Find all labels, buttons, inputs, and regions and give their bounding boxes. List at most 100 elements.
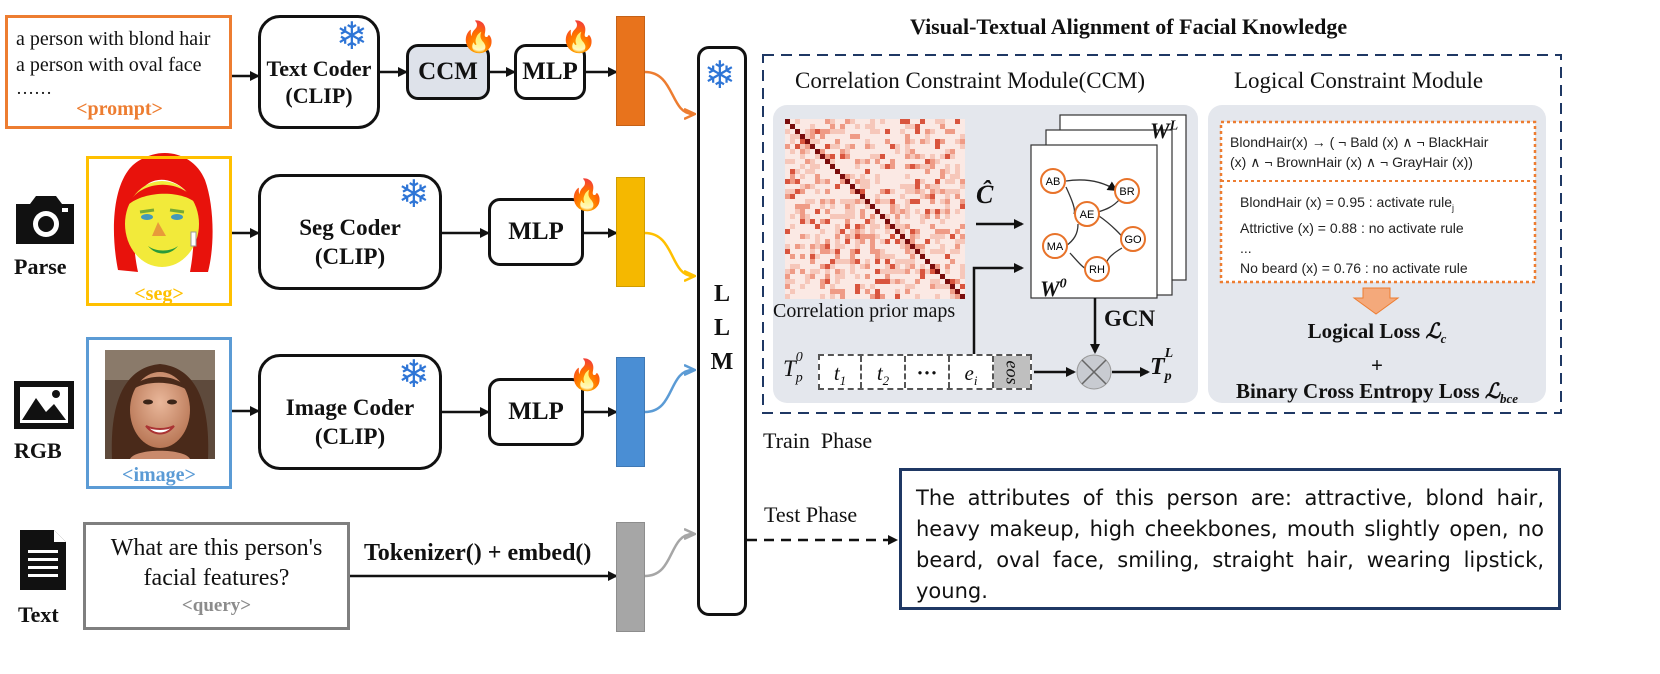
- alignment-title: Visual-Textual Alignment of Facial Knowl…: [910, 14, 1348, 39]
- query-line-2: facial features?: [143, 565, 290, 591]
- token-t1: t1: [820, 356, 862, 388]
- prompt-to-llm-arrow: [644, 70, 693, 114]
- snowflake-icon: ❄: [336, 14, 368, 58]
- picture-icon: [14, 381, 74, 429]
- seg-embedding-bar: [616, 177, 645, 287]
- train-phase-label: Train Phase: [763, 428, 873, 453]
- token-ei: ei: [950, 356, 994, 388]
- llm-letter-1: L: [713, 281, 730, 307]
- fire-icon: 🔥: [560, 20, 598, 55]
- image-embedding-bar: [616, 357, 645, 467]
- svg-text:BR: BR: [1119, 186, 1134, 198]
- svg-text:AB: AB: [1046, 176, 1061, 188]
- prior-maps-caption: Correlation prior maps: [773, 300, 956, 322]
- graph-nodes: AB BR AE GO MA RH: [1040, 168, 1146, 282]
- eval-line-2: Attrictive (x) = 0.88 : no activate rule: [1240, 219, 1464, 236]
- output-answer-box: The attributes of this person are: attra…: [899, 468, 1561, 610]
- rule-line-2: (x) ∧ ¬ BrownHair (x) ∧ ¬ GrayHair (x)): [1230, 154, 1473, 170]
- ccm-module-title: Correlation Constraint Module(CCM): [795, 68, 1146, 93]
- image-coder-sub: (CLIP): [314, 424, 386, 449]
- token-eos: eos: [994, 356, 1030, 388]
- llm-box: ❄ L L M: [697, 46, 747, 616]
- output-answer-text: The attributes of this person are: attra…: [916, 486, 1544, 603]
- w-bottom-base: W: [1040, 276, 1060, 301]
- row1-arrows: [232, 67, 618, 81]
- seg-coder-label: Seg Coder: [299, 215, 401, 241]
- logic-down-arrow: [1352, 287, 1400, 315]
- test-phase-label: Test Phase: [764, 502, 858, 527]
- mlp-box-image: MLP: [488, 378, 584, 446]
- llm-letter-2: L: [713, 315, 730, 341]
- eval-line-3: ...: [1240, 239, 1252, 256]
- query-embedding-bar: [616, 522, 645, 632]
- snowflake-icon: ❄: [704, 53, 736, 97]
- alignment-frame: [762, 54, 1562, 414]
- gcn-label: GCN: [1104, 306, 1156, 331]
- text-coder-label: Text Coder: [266, 55, 372, 81]
- mlp-label: MLP: [508, 218, 564, 245]
- svg-text:MA: MA: [1047, 241, 1064, 253]
- mlp-label: MLP: [508, 398, 564, 425]
- c-hat-label: Ĉ: [976, 180, 994, 209]
- llm-label: L L M: [700, 277, 744, 379]
- graph-node: GO: [1120, 226, 1146, 252]
- query-to-llm-arrow: [644, 534, 693, 578]
- rule-line-1: BlondHair(x) → ( ¬ Bald (x) ∧ ¬ BlackHai…: [1230, 134, 1489, 150]
- snowflake-icon: ❄: [398, 172, 430, 216]
- text-coder-box: Text Coder (CLIP): [258, 15, 380, 129]
- portrait-photo: [105, 350, 215, 459]
- document-icon: [20, 530, 66, 590]
- graph-node: RH: [1084, 256, 1110, 282]
- image-to-llm-arrow: [644, 370, 693, 414]
- mlp-box-prompt: MLP: [514, 44, 586, 100]
- prompt-ellipsis: ……: [16, 78, 52, 98]
- logic-module-title: Logical Constraint Module: [1234, 68, 1484, 93]
- query-input-box: What are this person's facial features? …: [83, 522, 350, 630]
- graph-node: AB: [1040, 168, 1066, 194]
- eval-line-4: No beard (x) = 0.76 : no activate rule: [1240, 259, 1468, 276]
- svg-text:GO: GO: [1124, 234, 1142, 246]
- loss-text: Logical Loss ℒc + Binary Cross Entropy L…: [1208, 318, 1546, 412]
- rule-text: BlondHair(x) → ( ¬ Bald (x) ∧ ¬ BlackHai…: [1230, 132, 1488, 172]
- tp0-base: T: [783, 356, 796, 381]
- w-top-base: W: [1150, 118, 1170, 143]
- token-dots: ···: [906, 356, 950, 388]
- image-coder-label: Image Coder: [285, 395, 415, 421]
- svg-text:AE: AE: [1080, 209, 1095, 221]
- tp0-sup: 0: [795, 350, 803, 365]
- svg-text:RH: RH: [1089, 264, 1105, 276]
- bce-loss: Binary Cross Entropy Loss ℒbce: [1235, 379, 1519, 407]
- eval-line-1: BlondHair (x) = 0.95 : activate rulej: [1240, 194, 1455, 213]
- graph-node: AE: [1074, 201, 1100, 227]
- ccm-box: CCM: [406, 44, 490, 100]
- image-tag: <image>: [122, 464, 196, 486]
- seg-coder-sub: (CLIP): [314, 244, 386, 269]
- parse-label: Parse: [14, 254, 67, 279]
- mlp-label: MLP: [522, 58, 578, 85]
- seg-tag: <seg>: [134, 283, 184, 305]
- mlp-box-seg: MLP: [488, 198, 584, 266]
- text-label: Text: [18, 602, 59, 627]
- tokenizer-label: Tokenizer() + embed(): [364, 540, 592, 566]
- multiply-node: [1076, 354, 1112, 390]
- segmentation-face-image: [113, 152, 213, 272]
- token-t2: t2: [862, 356, 906, 388]
- token-feed-arrow: [972, 263, 1024, 354]
- logical-loss: Logical Loss ℒc: [1307, 319, 1447, 347]
- loss-plus: +: [1371, 353, 1383, 378]
- seg-input-box: <seg>: [86, 156, 232, 306]
- ccm-label: CCM: [418, 58, 478, 85]
- graph-node: MA: [1042, 233, 1068, 259]
- prompt-tag: <prompt>: [76, 98, 163, 120]
- fire-icon: 🔥: [460, 20, 498, 55]
- rgb-label: RGB: [14, 438, 62, 463]
- camera-icon: [16, 196, 74, 244]
- query-tag: <query>: [181, 595, 252, 616]
- seg-to-llm-arrow: [644, 231, 693, 276]
- fire-icon: 🔥: [568, 178, 606, 213]
- rule-eval-list: BlondHair (x) = 0.95 : activate rulej At…: [1240, 192, 1468, 278]
- w-0-label: W0: [1040, 276, 1067, 302]
